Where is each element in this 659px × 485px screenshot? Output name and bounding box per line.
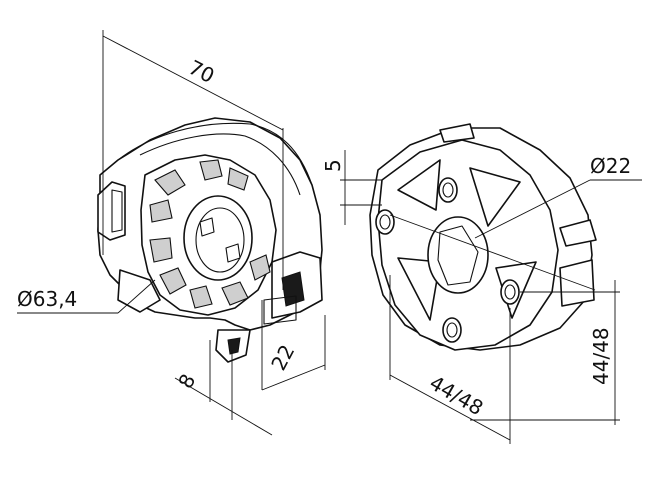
dim-44-48-height-label: 44/48 bbox=[589, 327, 613, 385]
dim-22-label: 22 bbox=[266, 341, 299, 375]
dim-diameter-63-4-label: Ø63,4 bbox=[17, 287, 77, 311]
left-adapter-part bbox=[97, 117, 323, 363]
right-flange-part bbox=[369, 123, 597, 351]
right-center-bore bbox=[427, 216, 489, 294]
right-mount-hole-1 bbox=[438, 177, 458, 203]
dim-diameter-22-label: Ø22 bbox=[590, 154, 631, 178]
dim-70-label: 70 bbox=[185, 55, 219, 88]
right-mount-hole-3 bbox=[375, 209, 395, 235]
dim-44-48-width-label: 44/48 bbox=[426, 371, 488, 421]
right-mount-hole-2 bbox=[500, 279, 520, 305]
dim-8-label: 8 bbox=[173, 370, 200, 393]
dim-5-label: 5 bbox=[321, 159, 345, 172]
dimension-lines bbox=[17, 30, 642, 444]
right-mount-hole-4 bbox=[442, 317, 462, 343]
